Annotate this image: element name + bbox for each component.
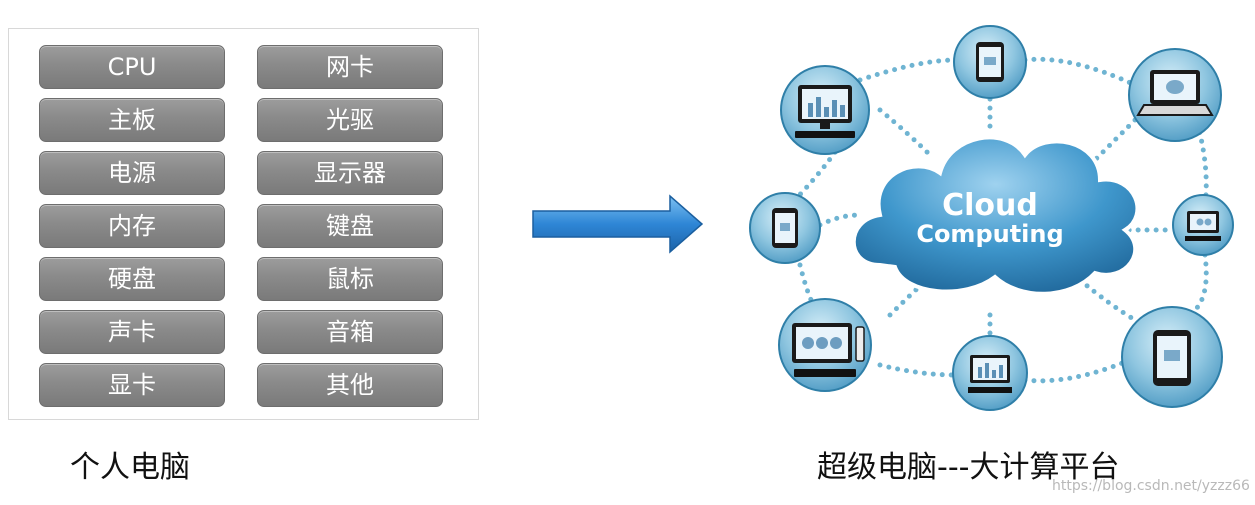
component-power[interactable]: 电源 [39, 151, 225, 195]
component-soundcard[interactable]: 声卡 [39, 310, 225, 354]
desktop-computer-icon [1185, 211, 1221, 241]
cloud-caption: 超级电脑---大计算平台 [817, 450, 1120, 485]
component-memory[interactable]: 内存 [39, 204, 225, 248]
component-graphics[interactable]: 显卡 [39, 363, 225, 407]
tablet-top-node[interactable] [953, 25, 1027, 99]
component-nic[interactable]: 网卡 [257, 45, 443, 89]
monitor-bottom-node[interactable] [952, 335, 1028, 411]
desktop-pie-node[interactable] [778, 298, 872, 392]
tablet-icon [772, 208, 798, 248]
component-motherboard[interactable]: 主板 [39, 98, 225, 142]
laptop-icon [1136, 70, 1214, 116]
component-optical[interactable]: 光驱 [257, 98, 443, 142]
tablet-left-node[interactable] [749, 192, 821, 264]
right-arrow-icon [532, 194, 704, 254]
tablet-icon [976, 42, 1004, 82]
pc-components-panel: CPU 主板 电源 内存 硬盘 声卡 显卡 网卡 光驱 显示器 键盘 鼠标 音箱… [8, 28, 479, 420]
cloud-label-line1: Cloud [942, 188, 1038, 223]
component-monitor[interactable]: 显示器 [257, 151, 443, 195]
cloud-network-diagram: Cloud Computing [749, 25, 1234, 411]
pc-caption: 个人电脑 [70, 450, 190, 485]
desktop-computer-icon [792, 323, 865, 377]
cloud-icon: Cloud Computing [851, 135, 1140, 296]
laptop-node[interactable] [1128, 48, 1222, 142]
component-speaker[interactable]: 音箱 [257, 310, 443, 354]
cloud-label-line2: Computing [916, 220, 1063, 248]
desktop-computer-icon [968, 355, 1012, 393]
component-cpu[interactable]: CPU [39, 45, 225, 89]
component-other[interactable]: 其他 [257, 363, 443, 407]
desktop-computer-icon [795, 85, 855, 138]
component-mouse[interactable]: 鼠标 [257, 257, 443, 301]
monitor-bar-chart-node[interactable] [780, 65, 870, 155]
watermark: https://blog.csdn.net/yzzz66 [1052, 478, 1250, 494]
component-keyboard[interactable]: 键盘 [257, 204, 443, 248]
tablet-icon [1153, 330, 1191, 386]
component-harddisk[interactable]: 硬盘 [39, 257, 225, 301]
desktop-small-right-node[interactable] [1172, 194, 1234, 256]
tablet-bottom-right-node[interactable] [1121, 306, 1223, 408]
